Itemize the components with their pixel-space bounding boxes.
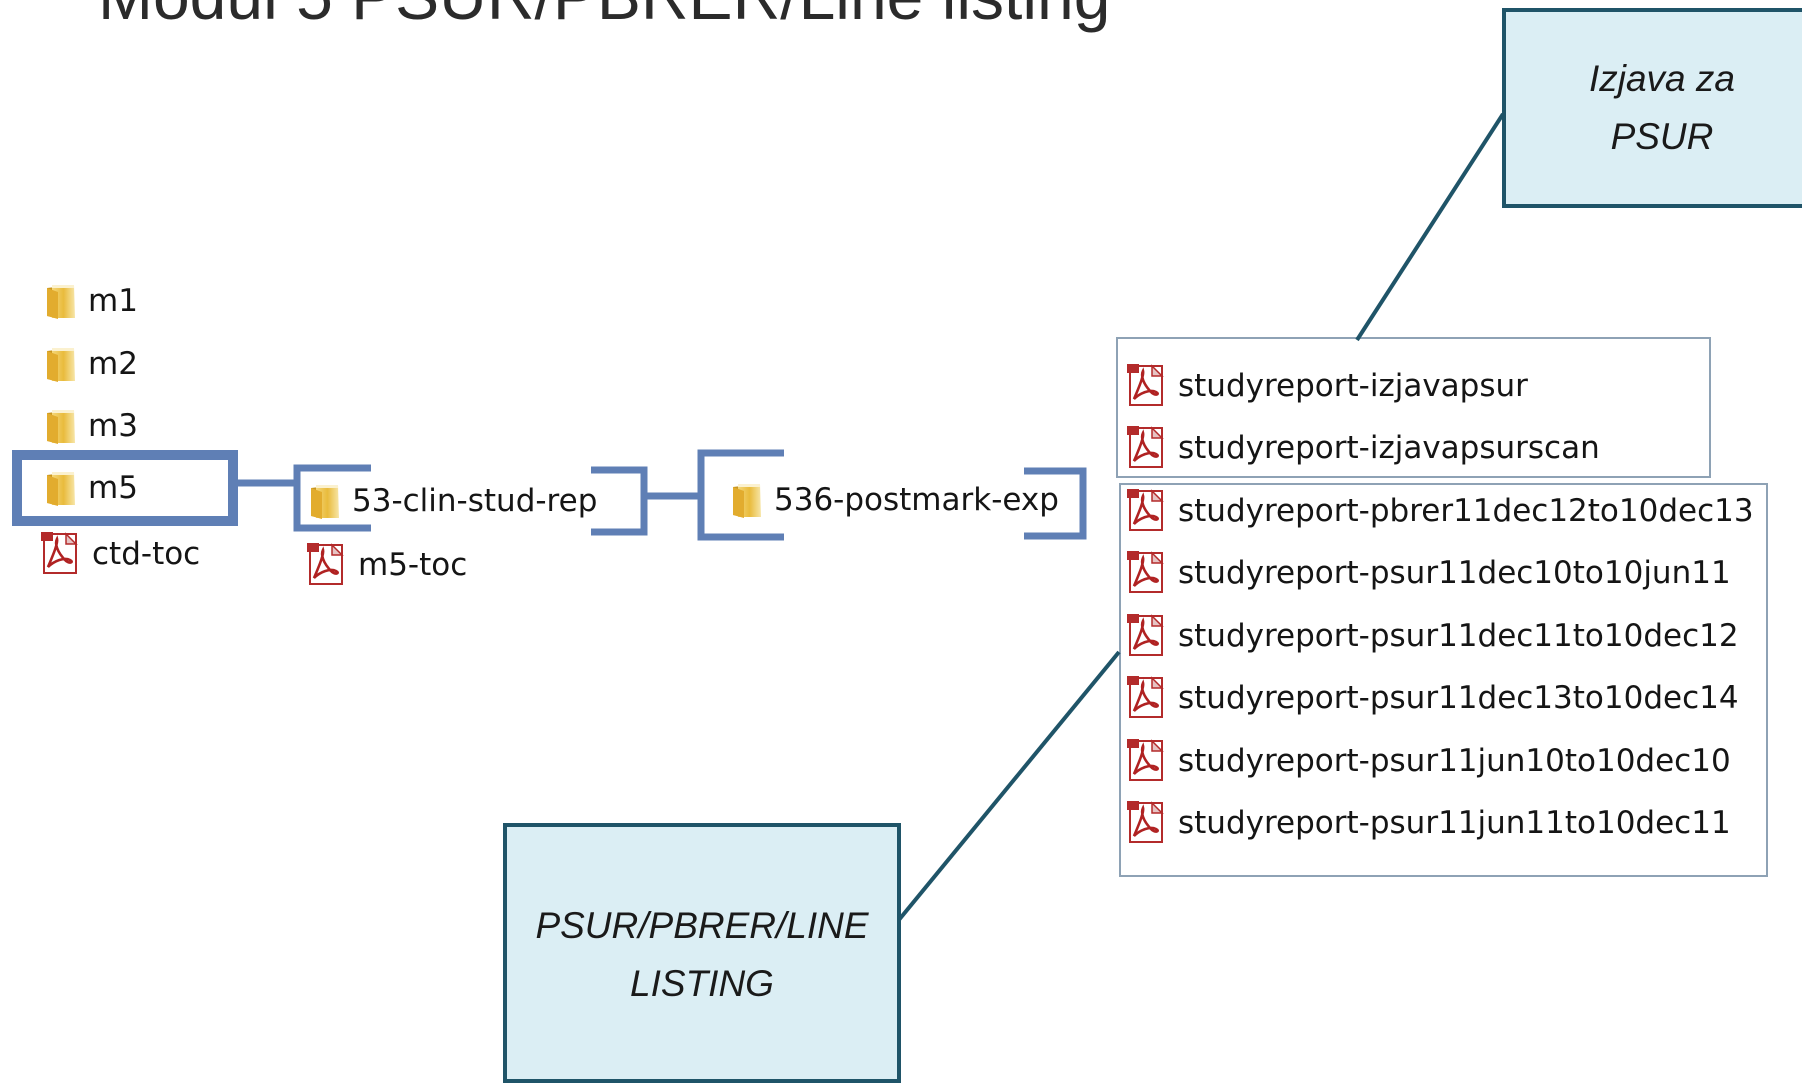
tree-item-536-postmark-exp[interactable]: 536-postmark-exp (730, 481, 1059, 519)
folder536-left-bracket (697, 449, 784, 541)
pdf-icon (1126, 425, 1172, 471)
file-item-label: studyreport-izjavapsur (1178, 368, 1528, 404)
file-item-label: studyreport-psur11jun10to10dec10 (1178, 743, 1731, 779)
file-item-pbrer11dec12to10dec13[interactable]: studyreport-pbrer11dec12to10dec13 (1126, 488, 1754, 534)
tree-item-m3[interactable]: m3 (44, 407, 138, 445)
file-item-label: studyreport-pbrer11dec12to10dec13 (1178, 493, 1754, 529)
file-item-psur11jun11to10dec11[interactable]: studyreport-psur11jun11to10dec11 (1126, 800, 1731, 846)
pdf-icon (306, 542, 352, 588)
file-item-psur11dec10to10jun11[interactable]: studyreport-psur11dec10to10jun11 (1126, 550, 1731, 596)
folder53-right-bracket (591, 466, 648, 536)
pdf-icon (1126, 363, 1172, 409)
tree-item-label: 536-postmark-exp (774, 482, 1059, 518)
folder-icon (730, 481, 764, 519)
folder-icon (308, 482, 342, 520)
folder-icon (44, 345, 78, 383)
pdf-icon (1126, 675, 1172, 721)
pdf-icon (1126, 613, 1172, 659)
tree-item-m5[interactable]: m5 (44, 469, 138, 507)
tree-item-label: m3 (88, 408, 138, 444)
file-item-label: studyreport-izjavapsurscan (1178, 430, 1600, 466)
callout-psur-pbrer-text: PSUR/PBRER/LINE LISTING (535, 905, 869, 1004)
folder-icon (44, 282, 78, 320)
tree-item-ctd-toc[interactable]: ctd-toc (40, 531, 200, 577)
file-item-izjavapsurscan[interactable]: studyreport-izjavapsurscan (1126, 425, 1600, 471)
tree-item-m5-toc[interactable]: m5-toc (306, 542, 467, 588)
tree-item-label: m2 (88, 346, 138, 382)
callout-psur-pbrer-line-listing: PSUR/PBRER/LINE LISTING (503, 823, 901, 1083)
file-item-label: studyreport-psur11dec10to10jun11 (1178, 555, 1731, 591)
pdf-icon (1126, 550, 1172, 596)
file-item-label: studyreport-psur11dec11to10dec12 (1178, 618, 1739, 654)
tree-item-label: 53-clin-stud-rep (352, 483, 598, 519)
tree-item-label: m5 (88, 470, 138, 506)
page-title: Modul 5 PSUR/PBRER/Line listing (98, 0, 1110, 36)
folder53-left-bracket (293, 464, 371, 532)
pdf-icon (40, 531, 86, 577)
tree-item-m2[interactable]: m2 (44, 345, 138, 383)
folder-icon (44, 407, 78, 445)
callout-izjava-psur-text: Izjava za PSUR (1588, 58, 1735, 157)
file-item-izjavapsur[interactable]: studyreport-izjavapsur (1126, 363, 1528, 409)
callout-izjava-psur: Izjava za PSUR (1502, 8, 1802, 208)
tree-item-53-clin-stud-rep[interactable]: 53-clin-stud-rep (308, 482, 597, 520)
tree-item-label: ctd-toc (92, 536, 201, 572)
folder536-right-bracket (1024, 467, 1087, 540)
tree-item-m1[interactable]: m1 (44, 282, 138, 320)
files-group-a-border (1116, 337, 1711, 478)
file-item-label: studyreport-psur11jun11to10dec11 (1178, 805, 1731, 841)
pdf-icon (1126, 800, 1172, 846)
file-item-psur11jun10to10dec10[interactable]: studyreport-psur11jun10to10dec10 (1126, 738, 1731, 784)
callout-bottom-leader (896, 650, 1121, 923)
file-item-label: studyreport-psur11dec13to10dec14 (1178, 680, 1739, 716)
callout-top-leader (1355, 112, 1505, 342)
file-item-psur11dec11to10dec12[interactable]: studyreport-psur11dec11to10dec12 (1126, 613, 1739, 659)
pdf-icon (1126, 488, 1172, 534)
pdf-icon (1126, 738, 1172, 784)
folder-icon (44, 469, 78, 507)
tree-item-label: m5-toc (358, 547, 468, 583)
files-group-b-border (1119, 483, 1768, 877)
file-item-psur11dec13to10dec14[interactable]: studyreport-psur11dec13to10dec14 (1126, 675, 1739, 721)
tree-item-label: m1 (88, 283, 138, 319)
m5-highlight (12, 450, 238, 526)
